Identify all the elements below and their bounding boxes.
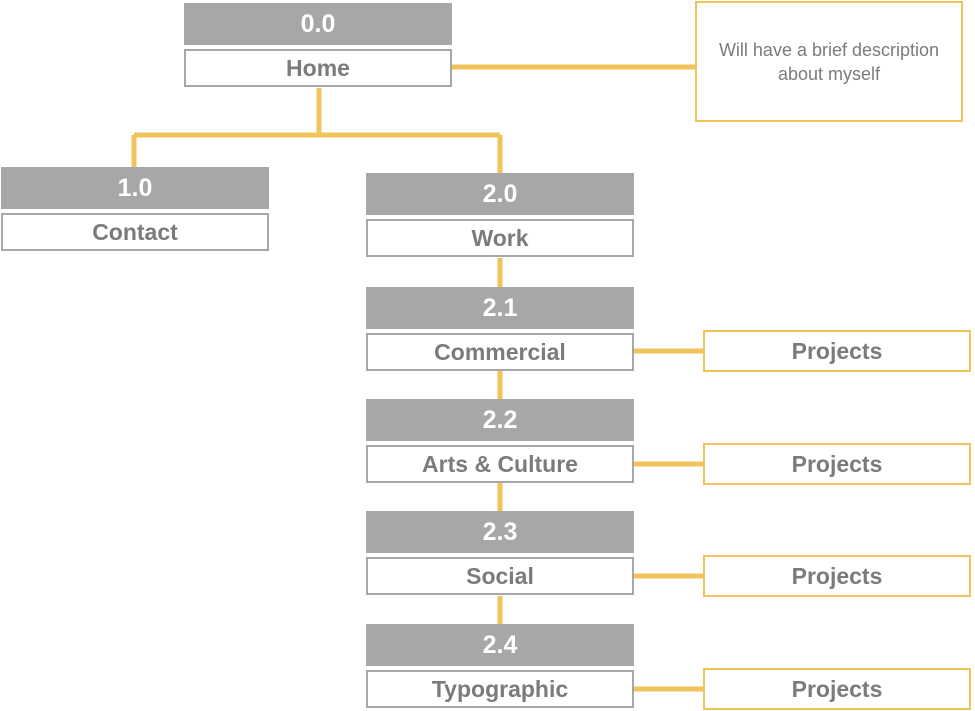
node-number: 1.0: [1, 167, 269, 209]
node-arts-culture: 2.2 Arts & Culture: [366, 399, 634, 483]
node-label: Contact: [1, 213, 269, 251]
projects-box-typographic: Projects: [703, 668, 971, 710]
node-number: 2.1: [366, 287, 634, 329]
node-home: 0.0 Home: [184, 3, 452, 87]
projects-box-arts-culture: Projects: [703, 443, 971, 485]
node-label: Social: [366, 557, 634, 595]
node-number: 0.0: [184, 3, 452, 45]
node-label: Home: [184, 49, 452, 87]
node-typographic: 2.4 Typographic: [366, 624, 634, 708]
node-label: Work: [366, 219, 634, 257]
projects-box-commercial: Projects: [703, 330, 971, 372]
node-label: Typographic: [366, 670, 634, 708]
node-label: Commercial: [366, 333, 634, 371]
node-commercial: 2.1 Commercial: [366, 287, 634, 371]
node-work: 2.0 Work: [366, 173, 634, 257]
projects-box-social: Projects: [703, 555, 971, 597]
node-number: 2.0: [366, 173, 634, 215]
node-number: 2.4: [366, 624, 634, 666]
node-social: 2.3 Social: [366, 511, 634, 595]
node-number: 2.2: [366, 399, 634, 441]
node-contact: 1.0 Contact: [1, 167, 269, 251]
node-number: 2.3: [366, 511, 634, 553]
node-label: Arts & Culture: [366, 445, 634, 483]
home-description-box: Will have a brief description about myse…: [695, 1, 963, 122]
